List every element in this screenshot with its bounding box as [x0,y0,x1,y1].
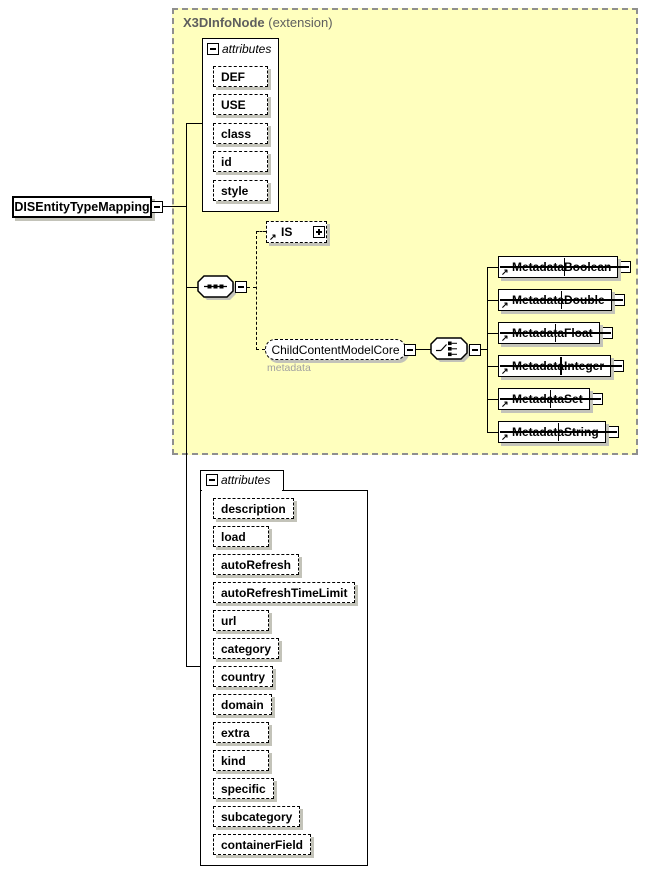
collapse-icon[interactable] [206,474,218,486]
attribute-label: class [221,126,252,141]
attribute-label: country [221,669,266,684]
attribute-label: style [221,183,249,198]
attribute-label: url [221,613,237,628]
expand-icon[interactable] [606,426,619,438]
connector-line [487,432,498,433]
metadata-row: ↗MetadataString [498,421,619,443]
attribute-country[interactable]: country [213,666,274,687]
connector-line [487,399,498,400]
metadata-row: ↗MetadataFloat [498,322,613,344]
reference-arrow-icon: ↗ [501,432,509,442]
group-label: ChildContentModelCore [271,342,400,357]
attribute-label: id [221,154,232,169]
metadata-row: ↗MetadataInteger [498,355,625,377]
reference-arrow-icon: ↗ [501,366,509,376]
metadata-row: ↗MetadataSet [498,388,603,410]
attribute-label: autoRefresh [221,557,292,572]
attribute-label: category [221,641,272,656]
connector-line [186,666,200,667]
group-childcontentmodelcore[interactable]: ChildContentModelCore [265,339,406,360]
connector-line [186,287,198,288]
attribute-extra[interactable]: extra [213,722,269,743]
connector-line [416,349,431,350]
attribute-def[interactable]: DEF [213,66,268,87]
reference-arrow-icon: ↗ [501,333,509,343]
attribute-label: kind [221,753,246,768]
attribute-description[interactable]: description [213,498,294,519]
attribute-label: containerField [221,837,304,852]
element-label: DISEntityTypeMapping [14,200,150,214]
attribute-load[interactable]: load [213,526,269,547]
attribute-id[interactable]: id [213,151,268,172]
reference-arrow-icon: ↗ [501,300,509,310]
attribute-domain[interactable]: domain [213,694,272,715]
attribute-label: DEF [221,69,245,84]
attribute-specific[interactable]: specific [213,778,274,799]
attribute-style[interactable]: style [213,180,268,201]
choice-icon[interactable] [430,337,472,364]
expand-icon[interactable] [612,360,625,372]
region-title: X3DInfoNode (extension) [183,15,333,30]
connector-line [163,206,186,207]
element-attributes-tab [200,470,284,490]
collapse-icon[interactable] [151,201,163,213]
attribute-label: domain [221,697,264,712]
attribute-kind[interactable]: kind [213,750,269,771]
attribute-autorefreshtimelimit[interactable]: autoRefreshTimeLimit [213,582,356,603]
collapse-icon[interactable] [235,281,247,293]
attribute-label: description [221,501,286,516]
connector-trunk-line [186,123,187,667]
optional-connector-line [256,349,265,350]
expand-icon[interactable] [590,393,603,405]
connector-line [487,300,498,301]
reference-arrow-icon: ↗ [501,399,509,409]
optional-connector-line [256,231,257,350]
collapse-icon[interactable] [469,344,481,356]
reference-arrow-icon: ↗ [501,267,509,277]
element-disentitytypemapping[interactable]: DISEntityTypeMapping [12,196,152,218]
expand-icon[interactable] [619,261,632,273]
expand-icon[interactable] [612,294,625,306]
attributes-header: attributes [221,473,271,487]
attribute-label: load [221,529,246,544]
attribute-category[interactable]: category [213,638,280,659]
connector-line [487,366,498,367]
sequence-icon[interactable] [197,275,238,302]
reference-arrow-icon: ↗ [269,232,277,242]
region-title-kind: (extension) [268,15,333,30]
expand-icon[interactable] [600,327,613,339]
element-label: IS [281,225,293,239]
attributes-header: attributes [222,42,272,56]
connector-line [481,349,488,350]
attribute-use[interactable]: USE [213,94,268,115]
optional-connector-line [247,287,256,288]
attribute-autorefresh[interactable]: autoRefresh [213,554,300,575]
attribute-label: USE [221,97,246,112]
attribute-label: autoRefreshTimeLimit [221,585,348,600]
optional-connector-line [256,231,266,232]
connector-line [487,333,498,334]
metadata-annotation: metadata [267,362,311,374]
metadata-row: ↗MetadataBoolean [498,256,632,278]
connector-line [487,267,498,268]
expand-icon[interactable] [313,226,325,238]
connector-line [186,123,202,124]
metadata-row: ↗MetadataDouble [498,289,625,311]
collapse-icon[interactable] [207,43,219,55]
attribute-containerfield[interactable]: containerField [213,834,312,855]
attribute-subcategory[interactable]: subcategory [213,806,301,827]
attribute-url[interactable]: url [213,610,269,631]
connector-trunk-line [487,267,488,432]
panel-join [202,489,282,492]
element-is[interactable]: ↗ IS [266,221,327,243]
collapse-icon[interactable] [404,344,416,356]
attribute-class[interactable]: class [213,123,268,144]
region-title-name: X3DInfoNode [183,15,265,30]
attribute-label: subcategory [221,809,293,824]
attribute-label: specific [221,781,266,796]
attribute-label: extra [221,725,250,740]
